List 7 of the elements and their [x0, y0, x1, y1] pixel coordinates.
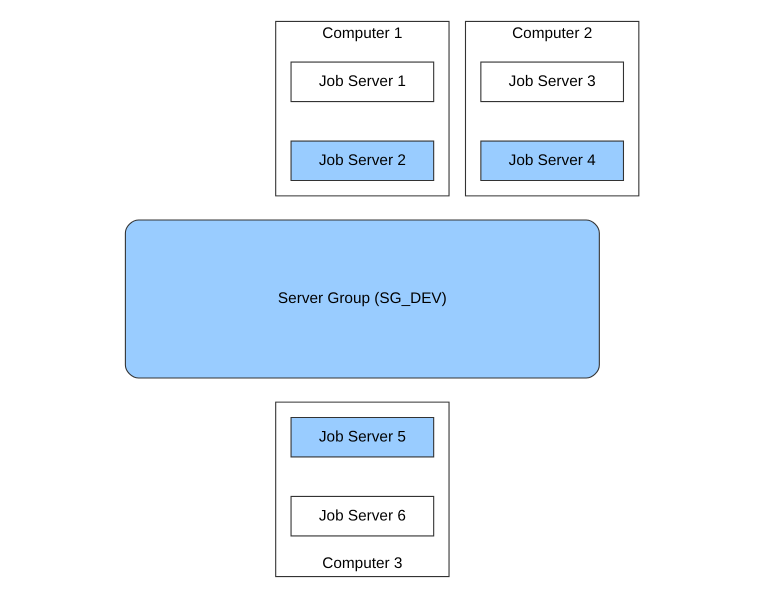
node-box: Job Server 6 [290, 496, 434, 537]
node-box: Server Group (SG_DEV) [124, 219, 600, 379]
node-box: Job Server 5 [290, 416, 434, 458]
node-box: Job Server 4 [480, 140, 624, 182]
node-box: Job Server 3 [480, 61, 624, 102]
node-box: Job Server 2 [290, 140, 434, 182]
node-box: Job Server 1 [290, 61, 434, 102]
